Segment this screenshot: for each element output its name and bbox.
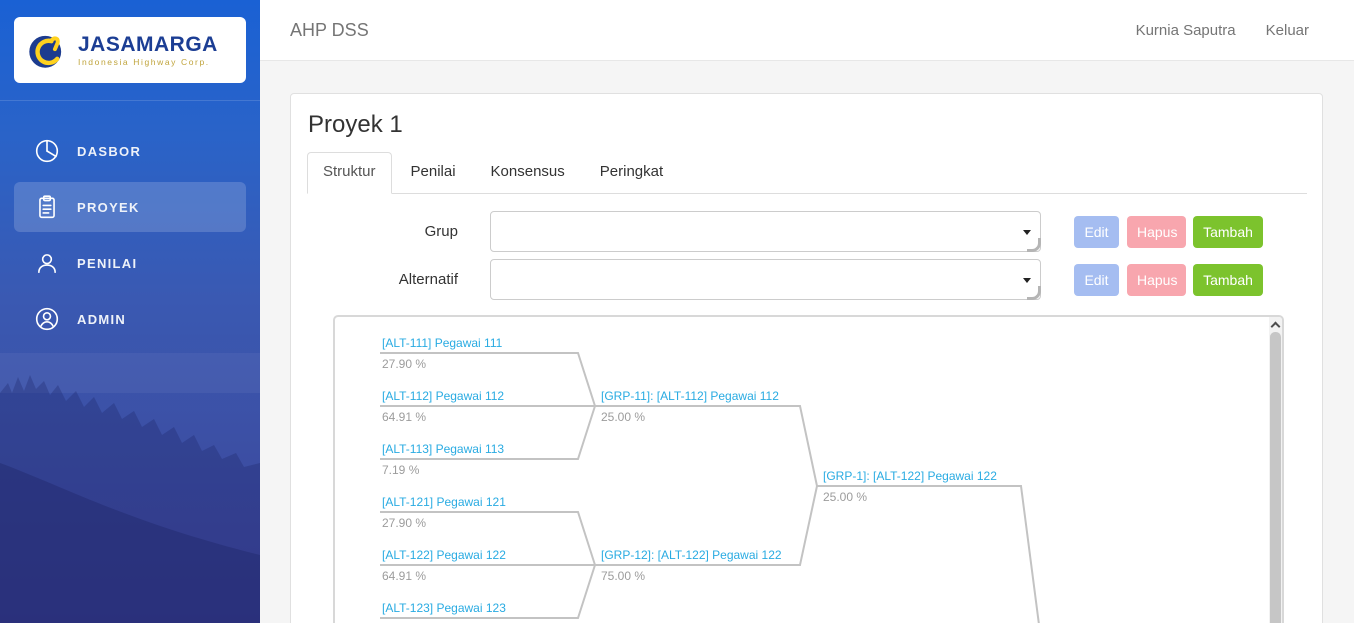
tree-node-alt-121: [ALT-121] Pegawai 121 27.90 % (382, 495, 506, 530)
sidebar-item-label: PENILAI (77, 255, 138, 271)
tab-struktur[interactable]: Struktur (307, 152, 392, 194)
tab-peringkat[interactable]: Peringkat (599, 163, 664, 180)
tab-bar: Struktur Penilai Konsensus Peringkat (307, 152, 1307, 194)
tree-node-percent: 7.19 % (382, 463, 420, 477)
person-circle-icon (35, 307, 59, 331)
alternatif-label: Alternatif (398, 271, 458, 288)
tree-node-label[interactable]: [ALT-121] Pegawai 121 (382, 495, 506, 509)
tree-node-grp-1: [GRP-1]: [ALT-122] Pegawai 122 25.00 % (823, 469, 997, 504)
brand-name: JASAMARGA (78, 32, 218, 56)
tree-node-label[interactable]: [ALT-113] Pegawai 113 (382, 442, 504, 456)
tree-node-label[interactable]: [ALT-122] Pegawai 122 (382, 548, 506, 562)
tree-node-percent: 75.00 % (601, 569, 645, 583)
tab-penilai[interactable]: Penilai (410, 163, 456, 180)
mountain-background-image (0, 353, 260, 623)
main-content: Proyek 1 Struktur Penilai Konsensus Peri… (260, 61, 1354, 623)
hierarchy-tree-panel: [ALT-111] Pegawai 111 27.90 % [ALT-112] … (333, 315, 1284, 623)
tree-node-label[interactable]: [ALT-123] Pegawai 123 (382, 601, 506, 615)
grup-edit-button[interactable]: Edit (1074, 215, 1119, 248)
grup-row: Grup Edit Hapus Tambah (308, 211, 1308, 252)
tree-node-percent: 64.91 % (382, 410, 426, 424)
sidebar-item-label: DASBOR (77, 143, 142, 159)
tree-node-label[interactable]: [ALT-112] Pegawai 112 (382, 389, 504, 403)
tree-node-percent: 25.00 % (601, 410, 645, 424)
tab-konsensus[interactable]: Konsensus (490, 163, 565, 180)
tree-node-percent: 25.00 % (823, 490, 867, 504)
alternatif-select[interactable] (490, 259, 1041, 300)
tree-node-alt-123: [ALT-123] Pegawai 123 7.19 % (382, 601, 506, 623)
tree-node-alt-113: [ALT-113] Pegawai 113 7.19 % (382, 442, 504, 477)
structure-form: Grup Edit Hapus Tambah Alternatif (308, 211, 1308, 307)
alternatif-tambah-button[interactable]: Tambah (1193, 263, 1263, 296)
tree-node-label[interactable]: [ALT-111] Pegawai 111 (382, 336, 503, 350)
jasamarga-logo-icon (29, 35, 62, 68)
person-icon (38, 254, 56, 274)
user-menu-link[interactable]: Kurnia Saputra (1135, 21, 1236, 39)
sidebar-item-admin[interactable]: ADMIN (0, 295, 260, 343)
hierarchy-tree: [ALT-111] Pegawai 111 27.90 % [ALT-112] … (380, 336, 1040, 623)
page-title: Proyek 1 (308, 111, 403, 138)
tree-node-label[interactable]: [GRP-11]: [ALT-112] Pegawai 112 (601, 389, 779, 403)
tree-node-label[interactable]: [GRP-12]: [ALT-122] Pegawai 122 (601, 548, 782, 562)
alternatif-row: Alternatif Edit Hapus Tambah (308, 259, 1308, 300)
tree-node-percent: 64.91 % (382, 569, 426, 583)
tree-node-alt-122: [ALT-122] Pegawai 122 64.91 % (382, 548, 506, 583)
tree-node-alt-112: [ALT-112] Pegawai 112 64.91 % (382, 389, 504, 424)
clipboard-icon (39, 195, 55, 219)
tree-node-grp-12: [GRP-12]: [ALT-122] Pegawai 122 75.00 % (601, 548, 782, 583)
tree-node-percent: 27.90 % (382, 357, 426, 371)
tree-node-label[interactable]: [GRP-1]: [ALT-122] Pegawai 122 (823, 469, 997, 483)
sidebar-item-label: ADMIN (77, 311, 127, 327)
dashboard-pie-icon (35, 139, 59, 163)
project-card: Proyek 1 Struktur Penilai Konsensus Peri… (290, 93, 1323, 623)
tree-node-percent: 27.90 % (382, 516, 426, 530)
sidebar-item-proyek[interactable]: PROYEK (14, 182, 246, 232)
brand-tagline: Indonesia Highway Corp. (78, 56, 210, 67)
grup-select[interactable] (490, 211, 1041, 252)
sidebar-divider (0, 100, 260, 101)
tree-node-alt-111: [ALT-111] Pegawai 111 27.90 % (382, 336, 503, 371)
grup-tambah-button[interactable]: Tambah (1193, 215, 1263, 248)
sidebar-item-penilai[interactable]: PENILAI (0, 239, 260, 287)
sidebar-item-dasbor[interactable]: DASBOR (0, 127, 260, 175)
tree-node-grp-11: [GRP-11]: [ALT-112] Pegawai 112 25.00 % (601, 389, 779, 424)
top-header: AHP DSS Kurnia Saputra Keluar (260, 0, 1354, 61)
logout-link[interactable]: Keluar (1265, 21, 1309, 39)
grup-label: Grup (424, 223, 458, 240)
grup-hapus-button[interactable]: Hapus (1127, 215, 1186, 248)
scroll-up-button[interactable] (1269, 317, 1282, 332)
app-title: AHP DSS (290, 19, 369, 40)
alternatif-hapus-button[interactable]: Hapus (1127, 263, 1186, 296)
tree-scrollbar[interactable] (1269, 317, 1282, 623)
sidebar-item-label: PROYEK (77, 199, 140, 215)
sidebar: JASAMARGA Indonesia Highway Corp. DASBOR… (0, 0, 260, 623)
alternatif-edit-button[interactable]: Edit (1074, 263, 1119, 296)
scrollbar-thumb[interactable] (1270, 332, 1281, 623)
jasamarga-logo[interactable]: JASAMARGA Indonesia Highway Corp. (14, 17, 246, 83)
